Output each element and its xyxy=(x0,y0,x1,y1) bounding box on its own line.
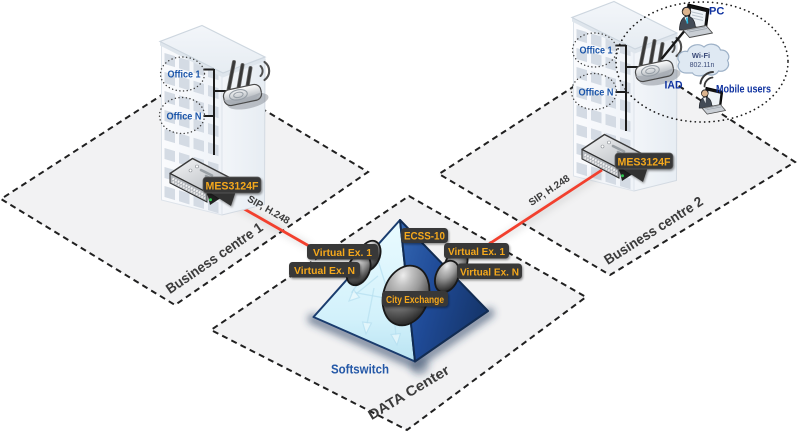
svg-text:City Exchange: City Exchange xyxy=(386,294,444,306)
svg-text:802.11n: 802.11n xyxy=(690,62,715,69)
svg-text:Virtual Ex. N: Virtual Ex. N xyxy=(460,266,519,278)
svg-text:Office N: Office N xyxy=(167,112,202,123)
svg-text:Virtual Ex. N: Virtual Ex. N xyxy=(294,265,355,277)
svg-text:Office 1: Office 1 xyxy=(168,70,201,81)
svg-text:Mobile users: Mobile users xyxy=(716,84,771,96)
svg-text:PC: PC xyxy=(709,6,724,18)
svg-text:Softswitch: Softswitch xyxy=(331,362,389,377)
svg-text:ECSS-10: ECSS-10 xyxy=(404,231,445,243)
svg-text:Virtual Ex. 1: Virtual Ex. 1 xyxy=(313,247,372,259)
svg-text:Virtual Ex. 1: Virtual Ex. 1 xyxy=(448,246,505,258)
svg-text:Wi-Fi: Wi-Fi xyxy=(692,51,710,60)
svg-text:MES3124F: MES3124F xyxy=(206,181,259,193)
svg-text:IAD: IAD xyxy=(665,80,683,92)
